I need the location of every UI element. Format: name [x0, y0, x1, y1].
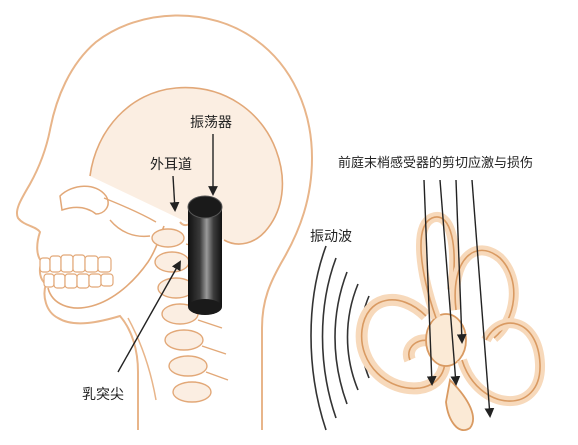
upper-teeth	[40, 255, 111, 272]
ear-canal-label: 外耳道	[150, 158, 192, 172]
head-skull-illustration	[17, 15, 312, 430]
saccule	[446, 380, 473, 430]
shear-injury-label: 前庭末梢感受器的剪切应激与损伤	[338, 157, 533, 170]
vibration-wave-label: 振动波	[310, 230, 352, 244]
oscillator-label: 振荡器	[190, 116, 232, 130]
mastoid-label: 乳突尖	[82, 388, 124, 402]
orbit	[60, 186, 108, 214]
lower-teeth	[44, 274, 113, 288]
cylinder-oscillator-icon	[188, 196, 222, 315]
vestibule	[426, 314, 466, 366]
